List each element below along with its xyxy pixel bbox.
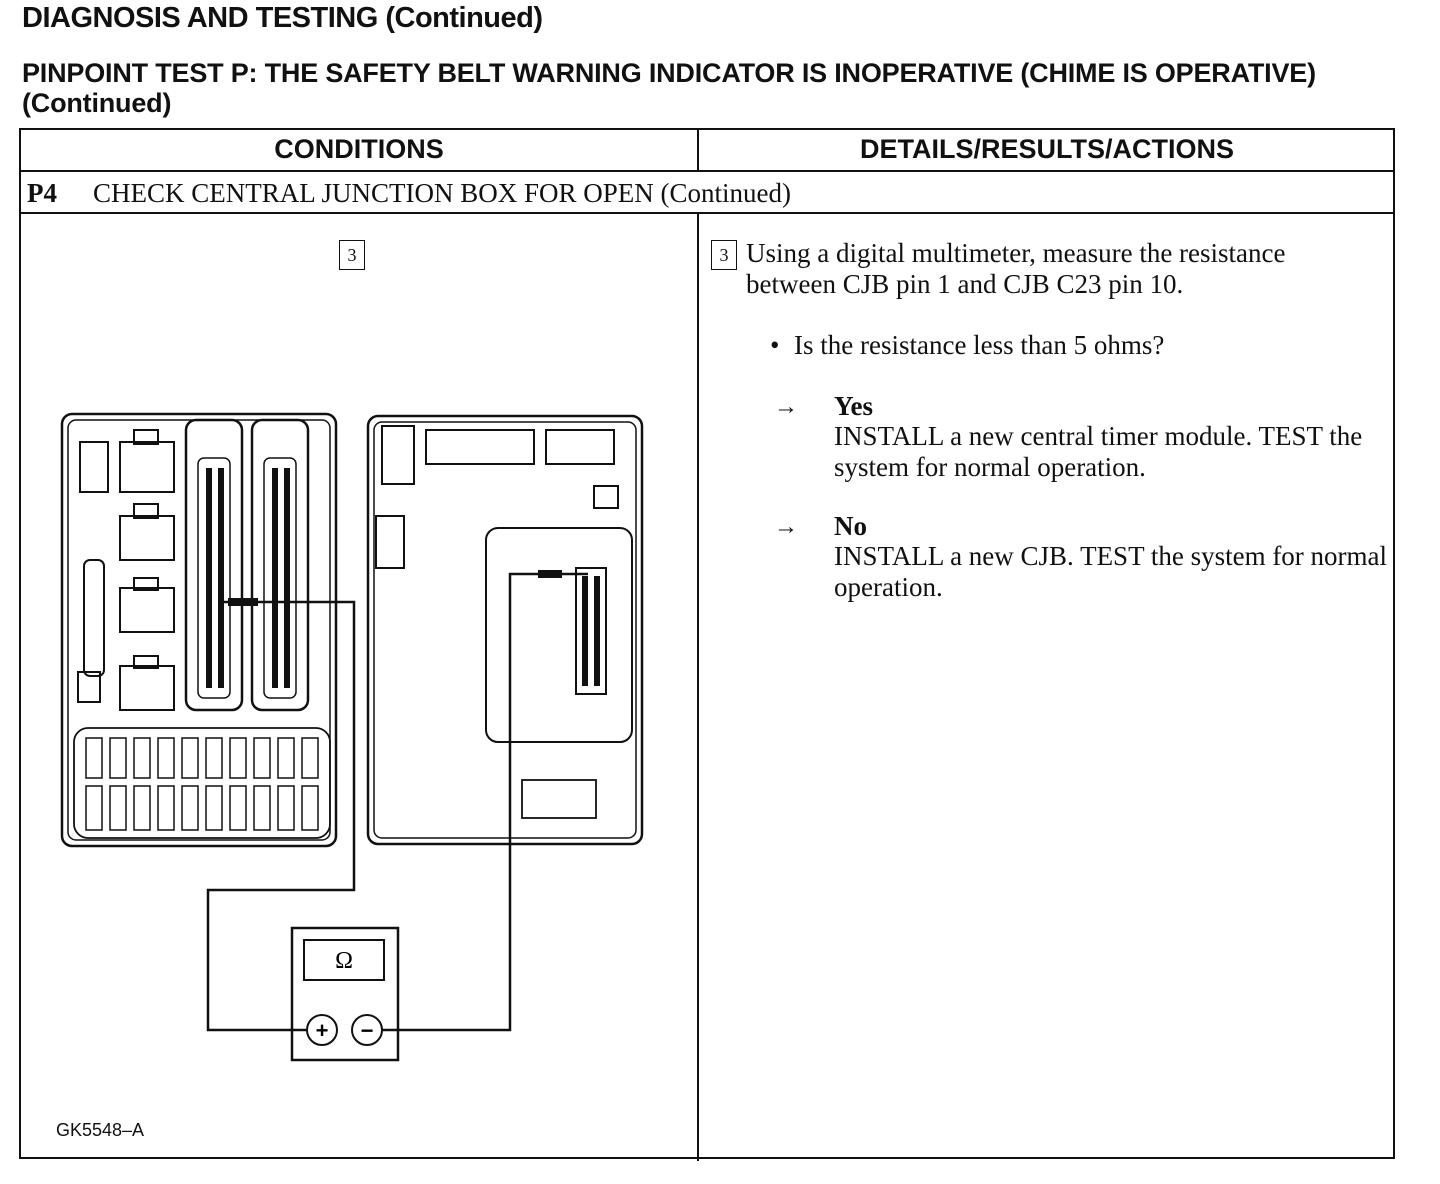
page-title: DIAGNOSIS AND TESTING (Continued) xyxy=(22,2,543,34)
probe-tip-c23-pin-10 xyxy=(538,570,562,578)
details-step-number: 3 xyxy=(711,240,737,270)
figure-code: GK5548–A xyxy=(56,1120,145,1140)
cjb-wiring-diagram: Ω + − xyxy=(60,412,644,1062)
minus-label: − xyxy=(361,1018,374,1043)
header-divider xyxy=(21,170,1393,172)
step-heading: P4 CHECK CENTRAL JUNCTION BOX FOR OPEN (C… xyxy=(27,178,791,209)
c23-connector-housing xyxy=(485,527,633,743)
procedure-table: CONDITIONS DETAILS/RESULTS/ACTIONS P4 CHE… xyxy=(19,128,1395,1161)
ohm-symbol: Ω xyxy=(335,948,353,974)
question-text: Is the resistance less than 5 ohms? xyxy=(794,330,1165,360)
no-action: INSTALL a new CJB. TEST the system for n… xyxy=(834,541,1388,602)
no-label: No xyxy=(834,511,867,541)
plus-label: + xyxy=(316,1018,329,1043)
body-column-divider xyxy=(697,212,699,1161)
conditions-step-number: 3 xyxy=(339,240,365,270)
digital-multimeter xyxy=(290,926,400,1062)
yes-label: Yes xyxy=(834,391,873,421)
pinpoint-test-title: PINPOINT TEST P: THE SAFETY BELT WARNING… xyxy=(22,58,1316,118)
cjb-connectors xyxy=(184,418,310,712)
step-divider xyxy=(21,212,1393,214)
bullet: • xyxy=(770,330,780,360)
relay-icons xyxy=(77,429,175,711)
instruction-text: Using a digital multimeter, measure the … xyxy=(746,238,1286,299)
step-id: P4 xyxy=(27,178,57,208)
central-timer-module-box xyxy=(366,414,644,846)
yes-arrow-icon: → xyxy=(774,394,798,420)
column-header-details: DETAILS/RESULTS/ACTIONS xyxy=(859,134,1234,164)
c23-connector xyxy=(575,567,607,695)
multimeter-display xyxy=(303,939,385,981)
test-lead-positive xyxy=(206,600,356,1032)
step-title: CHECK CENTRAL JUNCTION BOX FOR OPEN (Con… xyxy=(93,178,792,208)
multimeter-plus-jack xyxy=(306,1014,338,1046)
no-arrow-icon: → xyxy=(774,514,798,540)
fuse-rows xyxy=(73,727,331,839)
probe-tip-cjb-pin-1 xyxy=(228,598,258,606)
column-header-conditions: CONDITIONS xyxy=(274,134,444,164)
central-junction-box-fuse-panel xyxy=(60,412,338,848)
yes-action: INSTALL a new central timer module. TEST… xyxy=(834,421,1363,482)
header-column-divider xyxy=(697,130,699,170)
